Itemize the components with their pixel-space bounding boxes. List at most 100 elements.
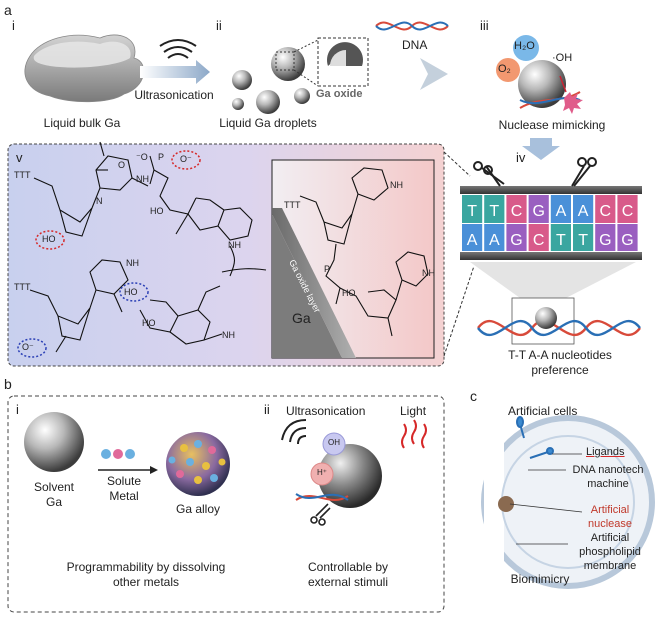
chem-nh-label-6: NH [422, 268, 435, 278]
preference-dna-helix [477, 319, 641, 337]
chem-o-label: O [118, 160, 126, 170]
dna-label: DNA [402, 38, 428, 52]
scissors-icon [310, 503, 331, 526]
chem-nh-label-4: NH [222, 330, 235, 340]
arrow-iii-to-iv [522, 138, 560, 160]
chem-o-minus-label: O⁻ [180, 154, 192, 164]
metal-label: Metal [109, 489, 139, 503]
scissors-icon [571, 157, 597, 187]
cleavage-burst-icon [563, 92, 583, 114]
chem-n-label: N [96, 196, 103, 206]
dna-base-top [506, 195, 527, 223]
chem-p-label: P [158, 152, 165, 162]
ga-metal-label: Ga [292, 310, 311, 326]
dna-base-bottom-letter: T [556, 232, 566, 249]
dna-base-top-letter: G [532, 203, 544, 220]
nuclease-label: Nuclease mimicking [498, 118, 606, 132]
ga-alloy-label: Ga alloy [175, 502, 221, 516]
dna-base-top [573, 195, 594, 223]
zoom-cone [470, 262, 636, 298]
dna-base-top-letter: C [600, 203, 612, 220]
dna-base-bottom [484, 224, 505, 251]
dna-nano-line1: DNA nanotech [572, 464, 644, 476]
ultrasonication-label: Ultrasonication [134, 88, 214, 102]
dna-base-bottom-letter: A [467, 232, 478, 249]
artificial-nuclease-line2: nuclease [587, 518, 633, 530]
droplets-label: Liquid Ga droplets [219, 116, 317, 130]
oh-bubble [322, 432, 346, 456]
chem-ho-label-2: HO [150, 206, 164, 216]
ligands-label: Ligands [586, 446, 625, 458]
dna-base-top-letter: T [467, 203, 477, 220]
zoom-box [275, 51, 295, 71]
dna-base-bottom [573, 224, 594, 251]
oh-radical-label: ·OH [552, 52, 573, 64]
dna-base-top-letter: C [511, 203, 523, 220]
dna-base-top [484, 195, 505, 223]
dna-base-top [595, 195, 616, 223]
oh-label: OH [328, 438, 340, 447]
ultrasound-waves-icon [281, 419, 307, 445]
ultrasound-waves-icon [159, 39, 197, 59]
dna-base-bottom-letter: G [621, 232, 633, 249]
dna-base-bottom-letter: A [489, 232, 500, 249]
caption-ii-line2: external stimuli [307, 575, 389, 589]
dna-base-bottom [528, 224, 549, 251]
dna-base-bottom-letter: G [599, 232, 611, 249]
chem-ho-label-5: HO [342, 288, 356, 298]
artificial-nuclease-line1: Artificial [590, 504, 630, 516]
h-plus-bubble [310, 462, 334, 486]
artificial-phospholipid-line1: Artificial [590, 532, 630, 544]
preference-line2: preference [531, 363, 589, 377]
panel-b-box [7, 395, 445, 613]
artificial-cells-title: Artificial cells [508, 404, 578, 418]
step-i-label: i [12, 18, 15, 33]
dna-base-bottom [595, 224, 616, 251]
arrow-i-to-ii [140, 60, 210, 84]
panel-a-letter: a [4, 2, 12, 18]
sub-i-label: i [16, 402, 19, 417]
artificial-phospholipid-line2: phospholipid [579, 546, 641, 558]
h2o-bubble [513, 35, 539, 61]
chem-o-minus-label-2: O⁻ [22, 342, 34, 352]
solute-metal-dot [125, 449, 135, 459]
ga-oxide-layer [272, 208, 356, 358]
dna-base-top [528, 195, 549, 223]
o2-label: O₂ [498, 63, 511, 75]
caption-ii-line1: Controllable by [307, 560, 389, 574]
arrow-ii-to-iii [420, 58, 448, 90]
solvent-ga-label: Ga [45, 495, 63, 509]
dna-base-top-letter: T [489, 203, 499, 220]
ga-droplet [294, 88, 310, 104]
dna-base-bottom-letter: G [510, 232, 522, 249]
dna-base-top [550, 195, 571, 223]
dna-base-bottom-letter: C [533, 232, 545, 249]
dna-base-bottom [506, 224, 527, 251]
dna-nano-line2: machine [587, 478, 629, 490]
chem-ho-label: HO [42, 234, 56, 244]
dna-base-top-letter: A [556, 203, 567, 220]
chem-nh-label: NH [136, 174, 149, 184]
artificial-phospholipid-line3: membrane [583, 560, 637, 572]
dna-base-top-letter: C [622, 203, 634, 220]
ga-droplet [271, 47, 305, 81]
chem-p-label-2: P [324, 264, 331, 274]
ultrasonication-b-label: Ultrasonication [286, 404, 366, 418]
dna-base-bottom-letter: T [578, 232, 588, 249]
chem-ttt-label: TTT [14, 170, 31, 180]
step-iv-label: iv [516, 150, 526, 165]
chem-ttt-label-2: TTT [14, 282, 31, 292]
nuclease-particle [498, 496, 514, 512]
chem-nh-label-3: NH [126, 258, 139, 268]
step-iii-label: iii [480, 18, 489, 33]
bulk-ga-label: Liquid bulk Ga [43, 116, 121, 130]
dna-base-top [617, 195, 638, 223]
cell-clip [484, 420, 504, 590]
dna-backbone-bottom [460, 252, 642, 260]
panel-c-letter: c [470, 388, 477, 404]
chem-minus-o-label: ⁻O [136, 152, 148, 162]
zoom-inset [317, 37, 369, 87]
alloy-particles [168, 440, 226, 484]
